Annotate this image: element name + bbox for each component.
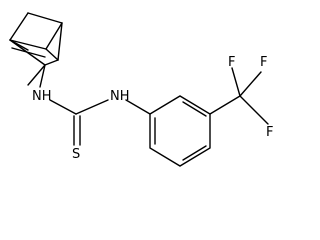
bond: [45, 22, 63, 50]
bond: [75, 99, 109, 115]
bond: [9, 39, 47, 50]
bond: [57, 22, 63, 61]
chemical-structure: NH NH S F F F: [9, 12, 273, 167]
trifluoromethyl-group: [209, 67, 269, 125]
sulfur-label: S: [72, 147, 80, 162]
bond: [239, 71, 262, 97]
nh-left-label: NH: [32, 89, 52, 104]
bond: [44, 59, 59, 66]
fluorine-top-left-label: F: [228, 55, 235, 70]
aromatic-bond: [182, 145, 207, 161]
aromatic-bond: [182, 101, 207, 117]
norbornene-cage: [9, 12, 63, 86]
bond: [125, 99, 151, 115]
double-bond: [11, 47, 46, 58]
bond: [231, 67, 241, 97]
nh-right-label: NH: [110, 89, 130, 104]
bond: [49, 99, 77, 115]
bond: [209, 95, 241, 115]
bond: [45, 48, 59, 61]
bond: [39, 64, 46, 88]
benzene-ring: [149, 95, 211, 167]
ring-bonds: [149, 95, 211, 167]
bond: [27, 64, 46, 86]
bond: [9, 39, 29, 51]
thiourea-linker: [39, 64, 151, 146]
bond: [239, 95, 269, 125]
bond: [27, 12, 63, 24]
fluorine-right-label: F: [266, 125, 273, 140]
bond: [9, 12, 29, 41]
fluorine-top-right-label: F: [260, 55, 267, 70]
